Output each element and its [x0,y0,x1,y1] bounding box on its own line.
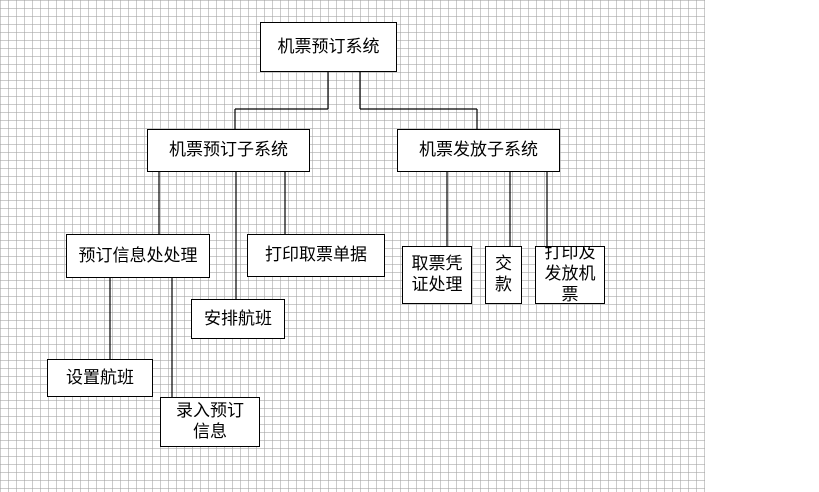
payment-node: 交款 [485,246,522,304]
set-flight-node: 设置航班 [47,359,153,397]
set-flight-label: 设置航班 [66,367,134,388]
print-receipt-label: 打印取票单据 [265,245,367,265]
issuing-subsystem-label: 机票发放子系统 [419,140,538,160]
enter-info-node: 录入预订信息 [160,397,260,447]
root-node: 机票预订系统 [260,22,397,72]
voucher-label: 取票凭证处理 [411,254,463,295]
enter-info-label: 录入预订信息 [176,401,244,442]
payment-label: 交款 [495,254,512,295]
booking-subsystem-label: 机票预订子系统 [169,140,288,160]
print-ticket-label: 打印及发放机票 [544,246,596,304]
issuing-subsystem-node: 机票发放子系统 [397,129,560,172]
arrange-flight-node: 安排航班 [191,299,285,339]
arrange-flight-label: 安排航班 [204,308,272,329]
voucher-node: 取票凭证处理 [402,246,472,304]
process-info-node: 预订信息处处理 [66,234,210,278]
booking-subsystem-node: 机票预订子系统 [147,129,310,172]
process-info-label: 预订信息处处理 [78,245,198,266]
root-label: 机票预订系统 [277,36,380,57]
print-ticket-node: 打印及发放机票 [535,246,605,304]
print-receipt-node: 打印取票单据 [247,234,385,277]
